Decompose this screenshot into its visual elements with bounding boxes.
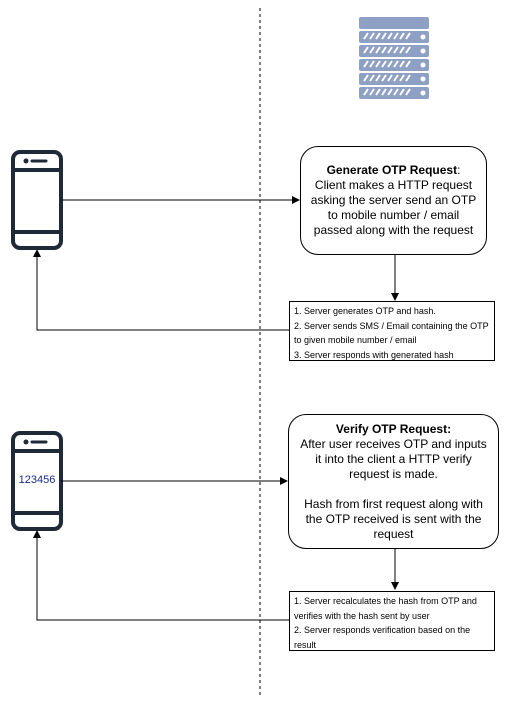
phone-otp-code: 123456 [18,474,56,486]
generate-otp-request-box: Generate OTP Request: Client makes a HTT… [300,146,487,255]
generate-server-steps-note: 1. Server generates OTP and hash. 2. Ser… [289,301,495,361]
verify-step-2: 2. Server responds verification based on… [294,625,471,650]
verify-step-1: 1. Server recalculates the hash from OTP… [294,596,477,621]
generate-box-title: Generate OTP Request [326,163,458,177]
generate-box-title-suffix: : [457,163,461,177]
generate-step-3: 3. Server responds with generated hash [294,349,454,360]
verify-server-steps-note: 1. Server recalculates the hash from OTP… [289,591,495,651]
smartphone-icon [11,150,63,250]
generate-step-2: 2. Server sends SMS / Email containing t… [294,320,489,346]
generate-step-1: 1. Server generates OTP and hash. [294,306,436,316]
generate-box-body: Client makes a HTTP request asking the s… [310,178,477,237]
arrow-steps-to-client [33,249,289,331]
verify-otp-request-box: Verify OTP Request: After user receives … [288,414,499,549]
arrow-steps-to-client-verify [33,530,289,621]
verify-box-title: Verify OTP Request: [335,421,452,436]
verify-box-body-2: Hash from first request along with the O… [304,496,483,541]
verify-box-body-1: After user receives OTP and inputs it in… [300,436,487,481]
server-rack-icon [359,17,429,99]
